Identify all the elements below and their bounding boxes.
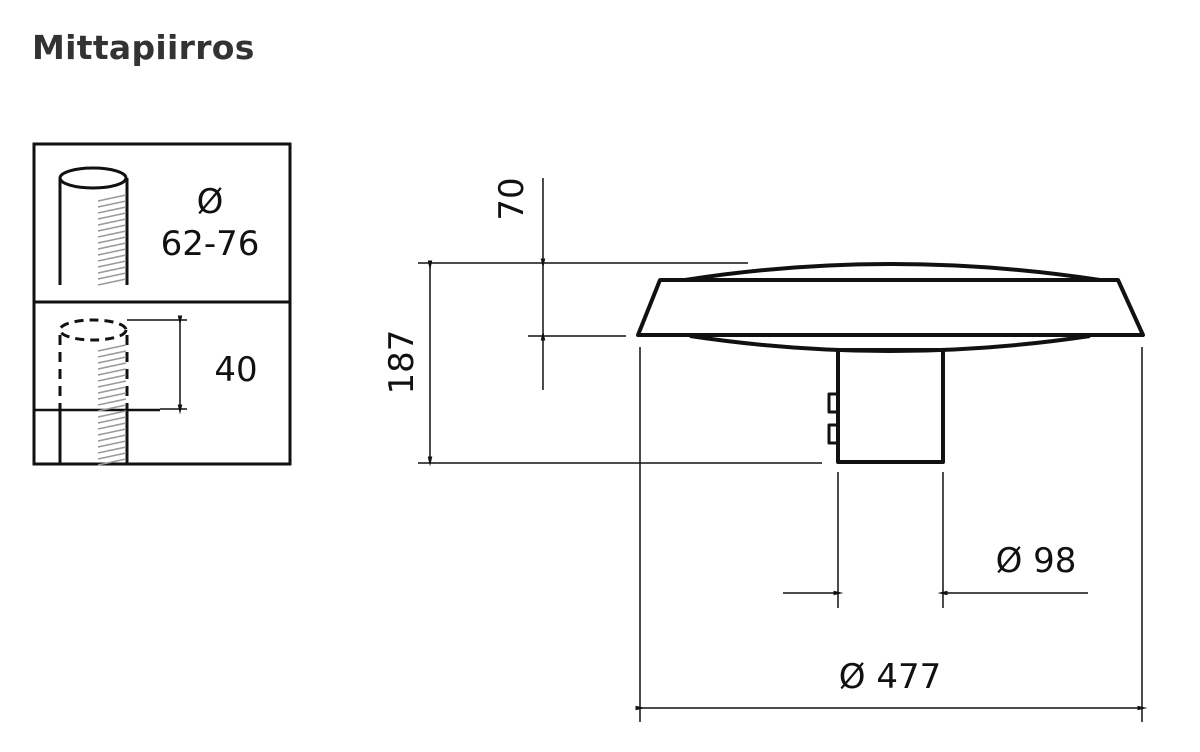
depth-dimension: [127, 315, 187, 415]
stem-diameter-label: Ø 98: [996, 541, 1077, 581]
pole-top-illustration: [58, 166, 129, 286]
thread-line: [97, 368, 127, 376]
thread-line: [97, 260, 127, 268]
thread-line: [97, 416, 127, 424]
thread-line: [97, 380, 127, 388]
thread-line: [97, 200, 127, 208]
thread-line: [97, 452, 127, 460]
pole-diameter-label: 62-76: [161, 224, 260, 264]
overall-diameter-label: Ø 477: [839, 657, 941, 697]
thread-line: [97, 344, 127, 352]
thread-line: [97, 236, 127, 244]
thread-line: [97, 242, 127, 250]
thread-line: [97, 272, 127, 280]
thread-line: [97, 434, 127, 442]
height-70-label: 70: [492, 177, 532, 220]
thread-line: [97, 404, 127, 412]
insertion-depth-label: 40: [214, 350, 257, 390]
thread-line: [97, 446, 127, 454]
thread-line: [97, 410, 127, 418]
thread-line: [97, 356, 127, 364]
thread-line: [97, 266, 127, 274]
thread-line: [97, 458, 127, 466]
thread-line: [97, 224, 127, 232]
thread-line: [97, 386, 127, 394]
thread-line: [97, 374, 127, 382]
page-title: Mittapiirros: [32, 28, 255, 67]
thread-line: [97, 230, 127, 238]
pole-detail-box: [32, 142, 292, 466]
height-187-label: 187: [382, 330, 422, 395]
diameter-symbol: Ø: [197, 182, 224, 222]
thread-line: [97, 398, 127, 406]
thread-line: [97, 350, 127, 358]
thread-line: [97, 206, 127, 214]
thread-line: [97, 392, 127, 400]
thread-line: [97, 362, 127, 370]
thread-line: [97, 440, 127, 448]
thread-line: [97, 194, 127, 202]
thread-line: [97, 254, 127, 262]
thread-line: [97, 428, 127, 436]
thread-line: [97, 422, 127, 430]
thread-line: [97, 278, 127, 286]
thread-line: [97, 212, 127, 220]
pole-insert-illustration: [34, 318, 160, 466]
thread-line: [97, 248, 127, 256]
thread-line: [97, 218, 127, 226]
dimension-lines: [418, 178, 1148, 722]
luminaire-outline: [636, 262, 1145, 464]
